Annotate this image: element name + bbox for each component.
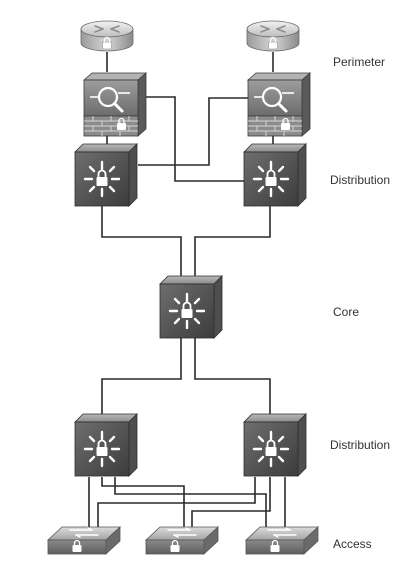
link-firewall-left-to-dist-right [138,97,248,181]
access-switches [48,527,318,554]
link-dist-top-left-core [102,205,181,283]
workgroup-switch-icon [246,527,318,554]
tier-label-core: Core [333,305,359,319]
distribution-top-switches [75,144,306,206]
layer3-switch-icon [244,144,306,206]
distribution-bottom-switches [75,414,306,476]
perimeter-firewalls [84,73,310,136]
layer3-switch-icon [75,414,137,476]
tier-label-distribution-bottom: Distribution [330,438,390,452]
layer3-switch-icon [244,414,306,476]
layer3-switch-icon [160,276,222,338]
router-icon [247,21,299,51]
link-dist-right-access-left [98,477,255,529]
link-core-dist-bottom-right [195,337,270,419]
workgroup-switch-icon [146,527,218,554]
firewall-inspection-icon [84,73,146,136]
link-core-dist-bottom-left [102,337,181,419]
tier-label-perimeter: Perimeter [333,55,385,69]
layer3-switch-icon [75,144,137,206]
tier-label-access: Access [333,537,372,551]
router-icon [81,21,133,51]
perimeter-routers [81,21,299,51]
firewall-inspection-icon [248,73,310,136]
link-firewall-right-to-dist-left [138,98,248,165]
tier-label-distribution-top: Distribution [330,173,390,187]
link-dist-top-right-core [195,205,270,283]
core-switch [160,276,222,338]
workgroup-switch-icon [48,527,120,554]
